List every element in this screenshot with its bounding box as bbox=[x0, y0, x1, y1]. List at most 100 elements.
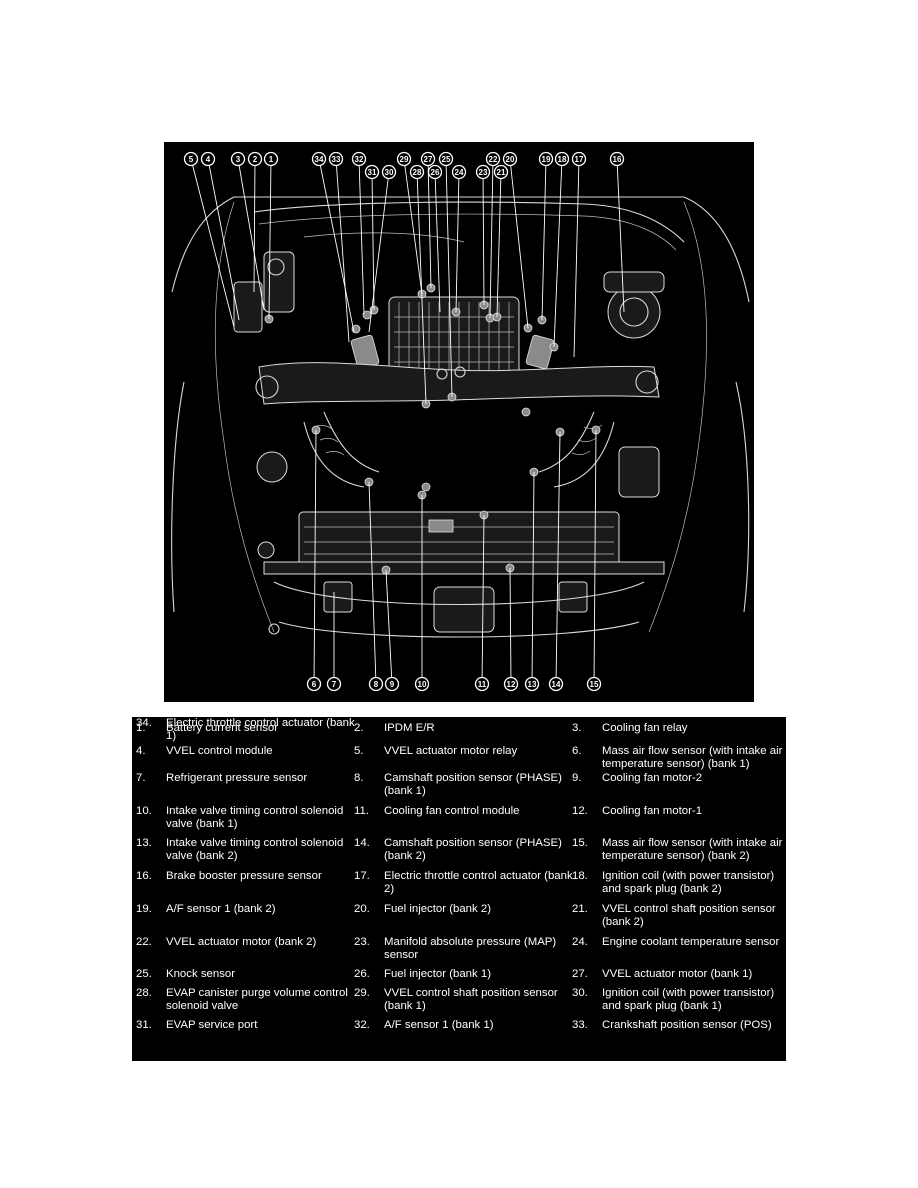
leader-line-5 bbox=[190, 158, 235, 328]
callout-circle bbox=[263, 151, 279, 167]
callout-18: 18 bbox=[554, 151, 570, 167]
legend-item-number: 22. bbox=[136, 936, 152, 948]
legend-item-text: VVEL control module bbox=[166, 745, 273, 757]
callout-12: 12 bbox=[503, 676, 519, 692]
callout-circle bbox=[364, 164, 380, 180]
callout-28: 28 bbox=[409, 164, 425, 180]
leader-line-8 bbox=[368, 481, 377, 685]
leader-line-6 bbox=[313, 429, 317, 685]
callout-number: 22 bbox=[489, 155, 498, 164]
callout-1: 1 bbox=[263, 151, 279, 167]
callout-number: 16 bbox=[613, 155, 622, 164]
legend-item-number: 19. bbox=[136, 903, 152, 915]
callout-number: 26 bbox=[431, 168, 440, 177]
leader-line-22 bbox=[489, 158, 494, 319]
callout-circle bbox=[420, 151, 436, 167]
callout-circle bbox=[396, 151, 412, 167]
callout-circle bbox=[409, 164, 425, 180]
leader-line-3 bbox=[237, 158, 265, 311]
callout-8: 8 bbox=[368, 676, 384, 692]
callout-3: 3 bbox=[230, 151, 246, 167]
callout-14: 14 bbox=[548, 676, 564, 692]
callout-5: 5 bbox=[183, 151, 199, 167]
legend-item-text: Electric throttle control actuator (bank… bbox=[384, 870, 573, 896]
legend-item-text: VVEL control shaft position sensor (bank… bbox=[602, 903, 776, 929]
callout-number: 27 bbox=[424, 155, 433, 164]
callout-number: 1 bbox=[269, 155, 274, 164]
callout-circle bbox=[427, 164, 443, 180]
legend-item-number: 24. bbox=[572, 936, 588, 948]
legend-item-text: Electric throttle control actuator (bank… bbox=[166, 717, 355, 743]
leader-line-18 bbox=[553, 158, 563, 348]
leader-line-26 bbox=[434, 171, 441, 313]
legend-item-number: 34. bbox=[136, 717, 152, 729]
legend-item-number: 8. bbox=[354, 772, 364, 784]
callout-circle bbox=[503, 676, 519, 692]
legend-item-text: Engine coolant temperature sensor bbox=[602, 936, 780, 948]
callout-circle bbox=[502, 151, 518, 167]
callout-2: 2 bbox=[247, 151, 263, 167]
callout-circle bbox=[311, 151, 327, 167]
legend-item-number: 30. bbox=[572, 987, 588, 999]
callout-number: 17 bbox=[575, 155, 584, 164]
callout-number: 7 bbox=[332, 680, 337, 689]
leader-line-20 bbox=[509, 158, 529, 329]
legend-item-text: Refrigerant pressure sensor bbox=[166, 772, 308, 784]
callout-19: 19 bbox=[538, 151, 554, 167]
legend-item-number: 11. bbox=[354, 805, 369, 817]
callout-11: 11 bbox=[474, 676, 490, 692]
callout-number: 3 bbox=[236, 155, 241, 164]
callout-16: 16 bbox=[609, 151, 625, 167]
legend-item-text: Camshaft position sensor (PHASE) (bank 1… bbox=[384, 772, 562, 798]
legend-item-text: A/F sensor 1 (bank 1) bbox=[384, 1019, 494, 1031]
callout-circle bbox=[571, 151, 587, 167]
legend-item-number: 12. bbox=[572, 805, 588, 817]
legend-item-number: 28. bbox=[136, 987, 152, 999]
leader-line-21 bbox=[496, 171, 502, 318]
callout-circle bbox=[414, 676, 430, 692]
legend-item-number: 26. bbox=[354, 968, 370, 980]
callout-circle bbox=[475, 164, 491, 180]
callout-circle bbox=[381, 164, 397, 180]
callout-26: 26 bbox=[427, 164, 443, 180]
callout-number: 6 bbox=[312, 680, 317, 689]
callout-circle bbox=[451, 164, 467, 180]
callout-number: 31 bbox=[368, 168, 377, 177]
callout-circle bbox=[586, 676, 602, 692]
legend-item-text: Manifold absolute pressure (MAP) sensor bbox=[384, 936, 557, 962]
legend-item-number: 17. bbox=[354, 870, 370, 882]
legend-item-number: 25. bbox=[136, 968, 152, 980]
callout-30: 30 bbox=[381, 164, 397, 180]
callout-number: 24 bbox=[455, 168, 464, 177]
callout-31: 31 bbox=[364, 164, 380, 180]
callout-number: 34 bbox=[315, 155, 324, 164]
legend-item-number: 16. bbox=[136, 870, 152, 882]
callout-number: 28 bbox=[413, 168, 422, 177]
legend-item-text: VVEL actuator motor relay bbox=[384, 745, 518, 757]
leader-line-23 bbox=[482, 171, 485, 306]
callout-23: 23 bbox=[475, 164, 491, 180]
callout-number: 9 bbox=[390, 680, 395, 689]
legend-item-text: EVAP canister purge volume control solen… bbox=[166, 987, 348, 1013]
legend-item-number: 10. bbox=[136, 805, 152, 817]
legend-item-text: Camshaft position sensor (PHASE) (bank 2… bbox=[384, 837, 562, 863]
legend-item-text: EVAP service port bbox=[166, 1019, 258, 1031]
legend-item-number: 2. bbox=[354, 722, 364, 734]
callout-15: 15 bbox=[586, 676, 602, 692]
callout-number: 10 bbox=[418, 680, 427, 689]
legend-item-number: 7. bbox=[136, 772, 146, 784]
callout-number: 12 bbox=[507, 680, 516, 689]
leader-line-27 bbox=[427, 158, 432, 289]
callout-number: 8 bbox=[374, 680, 379, 689]
legend-item-text: A/F sensor 1 (bank 2) bbox=[166, 903, 276, 915]
callout-circle bbox=[230, 151, 246, 167]
legend-item-number: 3. bbox=[572, 722, 582, 734]
legend-item-text: Cooling fan control module bbox=[384, 805, 520, 817]
callout-circle bbox=[351, 151, 367, 167]
callout-number: 5 bbox=[189, 155, 194, 164]
callout-number: 33 bbox=[332, 155, 341, 164]
legend-item-number: 20. bbox=[354, 903, 370, 915]
